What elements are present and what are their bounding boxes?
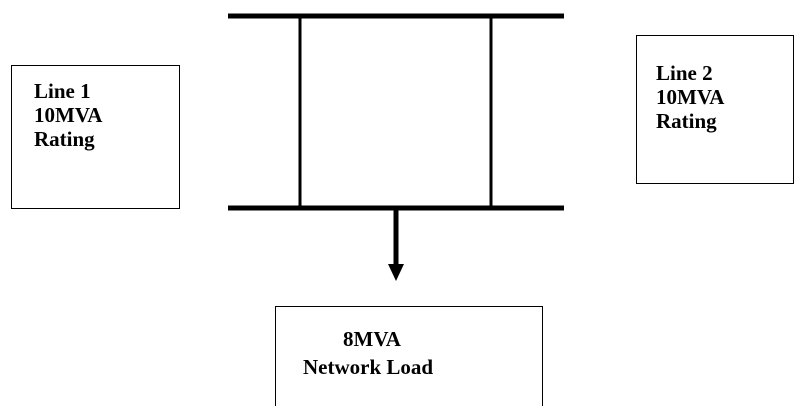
line2-name: Line 2 <box>656 61 713 85</box>
network-schematic <box>228 13 564 281</box>
line2-rating-box: Line 2 10MVA Rating <box>636 35 794 184</box>
load-capacity: 8MVA <box>343 327 401 351</box>
power-network-diagram: Line 1 10MVA Rating Line 2 10MVA Rating … <box>11 13 794 406</box>
line2-rating-label: Rating <box>656 109 717 133</box>
line1-name: Line 1 <box>34 79 91 103</box>
line1-capacity: 10MVA <box>34 103 103 127</box>
network-load-box: 8MVA Network Load <box>275 306 543 406</box>
line1-text: Line 1 10MVA Rating <box>34 79 102 151</box>
line2-capacity: 10MVA <box>656 85 725 109</box>
line1-rating-box: Line 1 10MVA Rating <box>11 65 180 209</box>
line2-text: Line 2 10MVA Rating <box>656 61 724 133</box>
line1-rating-label: Rating <box>34 127 95 151</box>
load-arrow-icon <box>388 264 404 281</box>
load-label: Network Load <box>303 355 434 379</box>
